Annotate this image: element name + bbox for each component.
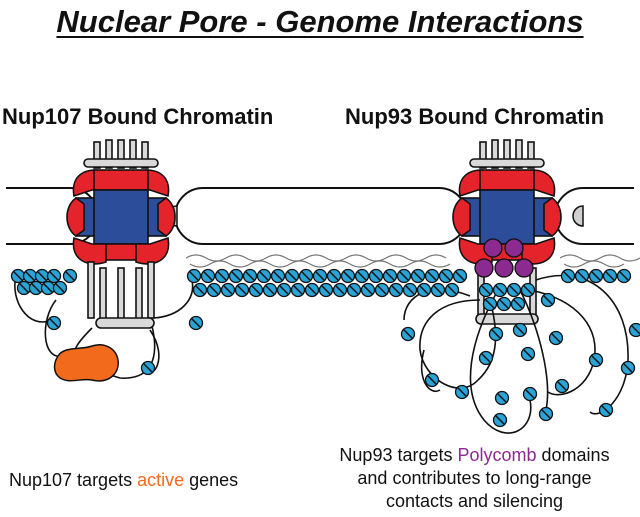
polycomb-label: Polycomb	[457, 445, 537, 465]
nup107-heading: Nup107 Bound Chromatin	[2, 104, 274, 129]
nuclear-pore-left	[66, 139, 176, 329]
nup93-heading: Nup93 Bound Chromatin	[345, 104, 605, 129]
polycomb-proteins	[474, 238, 534, 278]
active-gene-blob	[53, 344, 119, 382]
peripheral-chromatin-fibers	[185, 254, 640, 268]
nup107-caption: Nup107 targets active genes	[9, 470, 239, 490]
figure-title: Nuclear Pore - Genome Interactions	[56, 4, 584, 39]
active-label: active	[137, 470, 185, 490]
